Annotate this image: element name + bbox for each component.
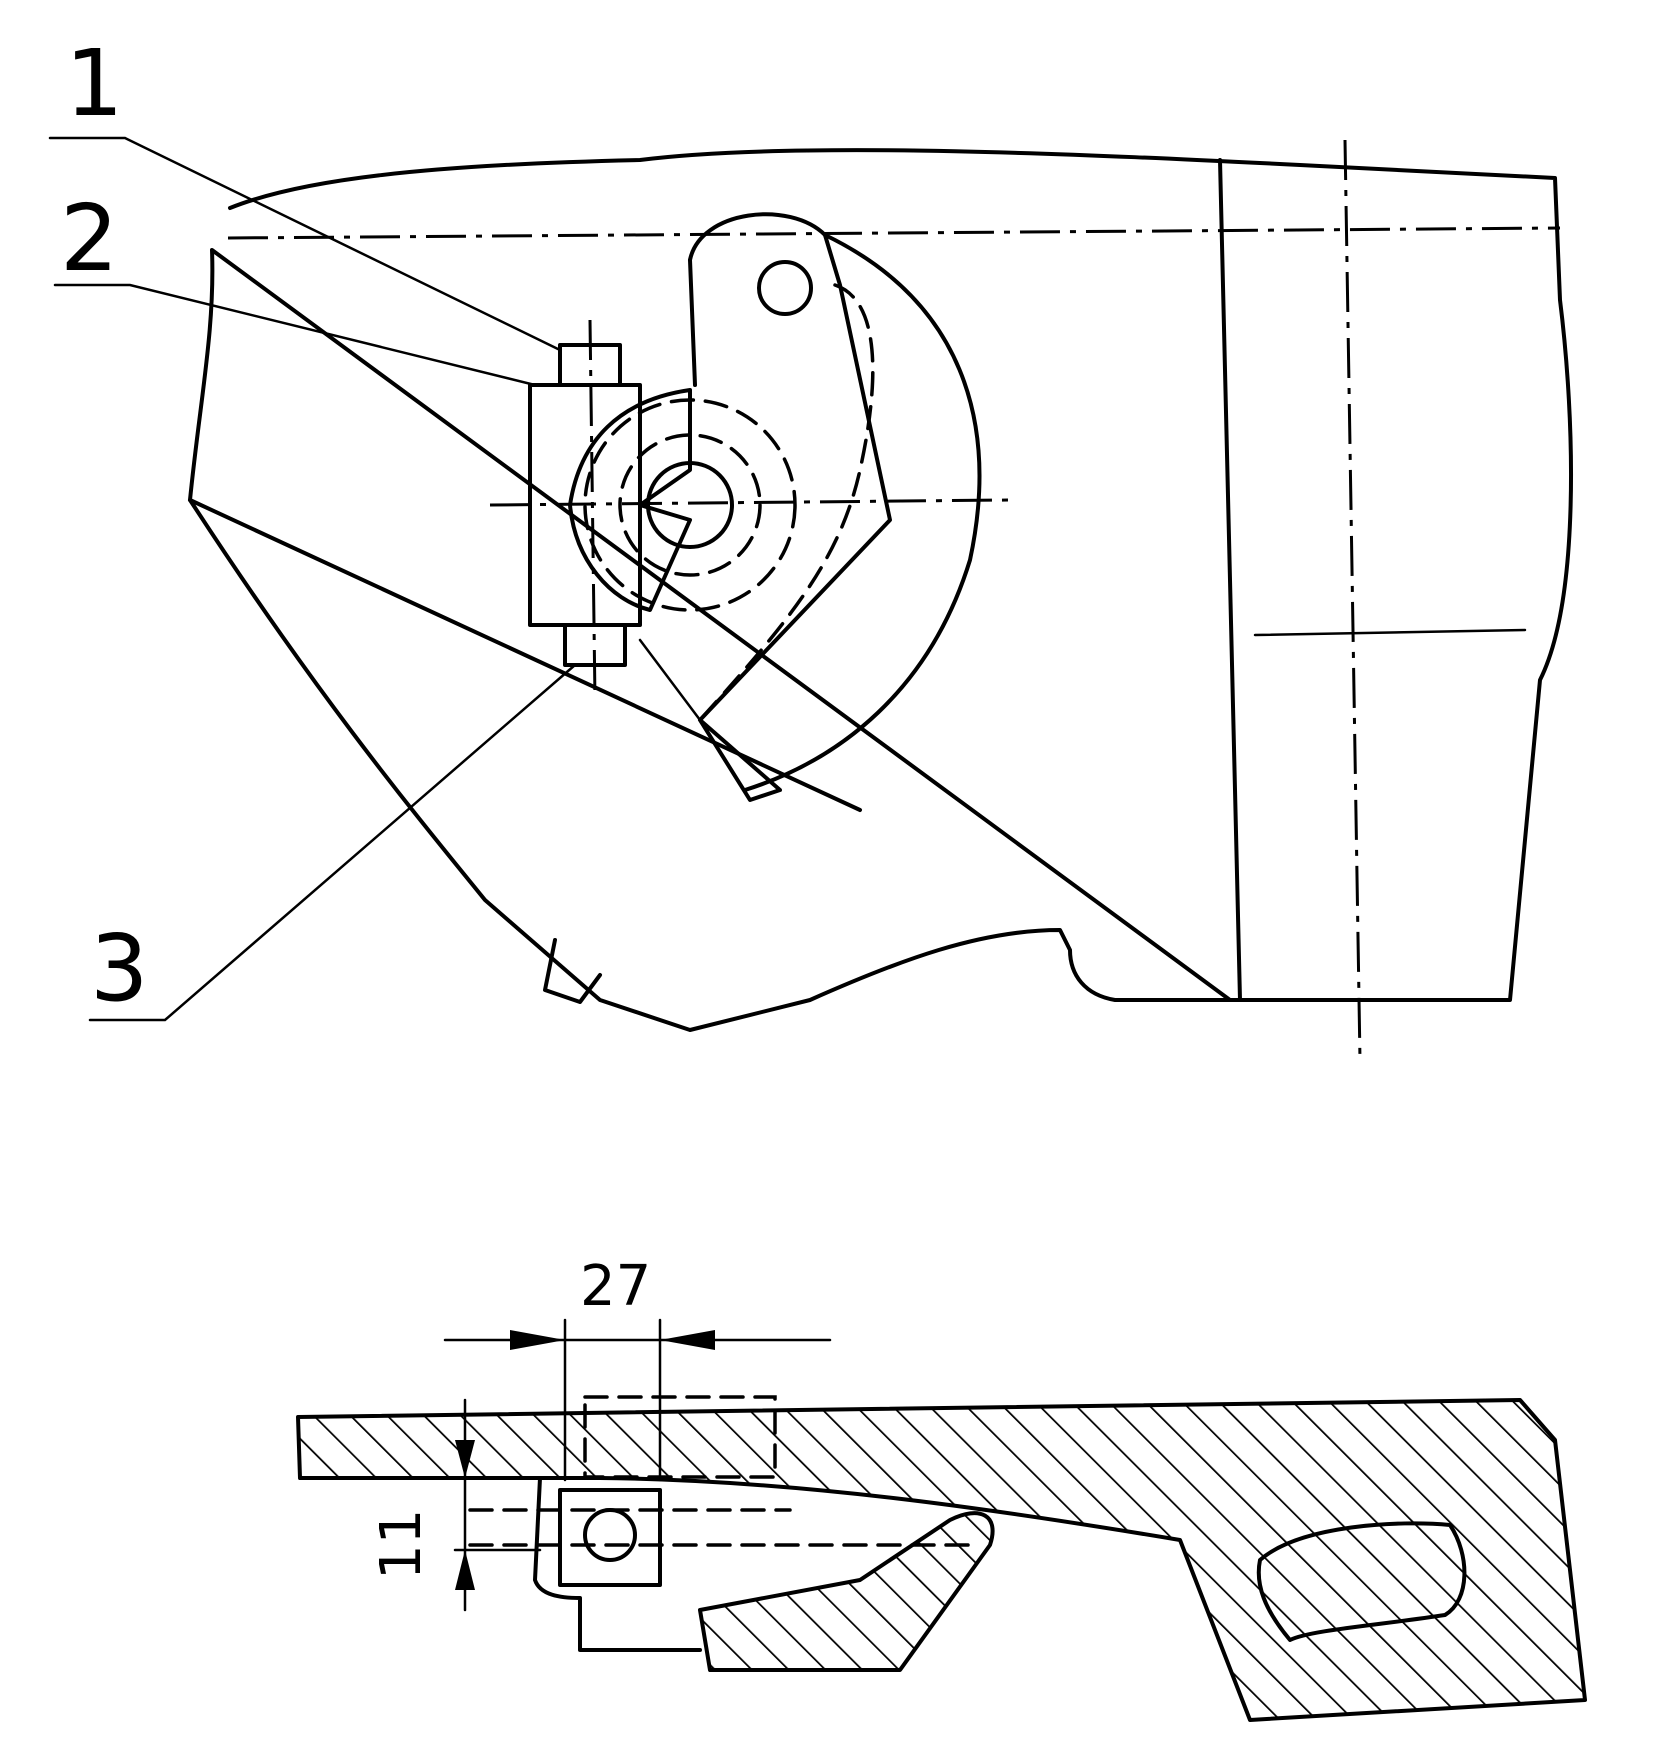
callout-2: 2 <box>60 185 119 292</box>
callout-leaders <box>48 136 577 1022</box>
section-body-hatched <box>296 1398 1587 1722</box>
section-hollow <box>1256 1521 1467 1642</box>
band-mark <box>1253 628 1527 637</box>
hub-core-circle <box>646 461 734 549</box>
vertical-centerline <box>1343 139 1362 1061</box>
lower-housing <box>533 1476 702 1652</box>
lever-left-edge <box>688 258 697 387</box>
section-view: 27 11 <box>296 1254 1587 1722</box>
side-view <box>188 139 1573 1061</box>
dim-11-arrow-top <box>455 1440 475 1478</box>
lower-tab <box>543 938 602 1004</box>
diagonal-line-a <box>188 498 862 812</box>
dim-27-text: 27 <box>580 1254 651 1319</box>
ball <box>583 1508 637 1562</box>
bolt-axis <box>588 319 597 701</box>
cam-profile <box>568 388 692 612</box>
leader-1 <box>48 136 562 352</box>
horizontal-centerline-top <box>227 226 1561 240</box>
callout-3: 3 <box>90 915 149 1022</box>
sector-inner-arc <box>698 283 875 722</box>
housing-outline <box>188 148 1573 1032</box>
bracket-hatched <box>698 1511 995 1672</box>
leader-3 <box>88 663 577 1022</box>
dim-27-arrow-right <box>660 1330 715 1350</box>
dim-11-text: 11 <box>369 1509 434 1580</box>
ball-housing <box>558 1488 662 1587</box>
hub-centerline <box>489 498 1011 507</box>
lever-arm <box>688 212 892 802</box>
callout-1: 1 <box>65 30 124 137</box>
lever-hole <box>757 260 813 316</box>
band-left-edge <box>1218 158 1242 1002</box>
dim-11-arrow-bottom <box>455 1550 475 1590</box>
leader-2 <box>53 283 537 387</box>
sector-arc <box>743 233 982 792</box>
dim-27-arrow-left <box>510 1330 565 1350</box>
diagonal-line-b <box>638 638 702 722</box>
